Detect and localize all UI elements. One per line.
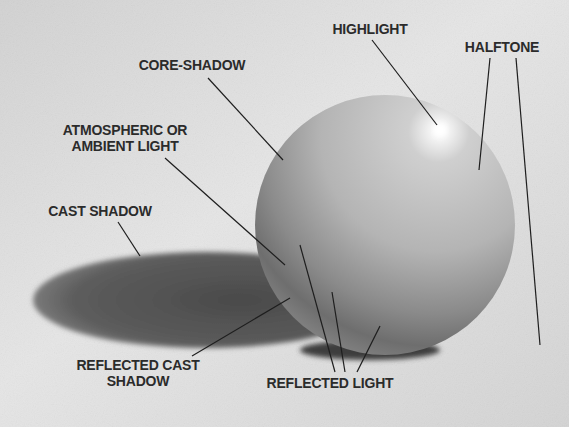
leader-line — [118, 222, 140, 256]
leader-line — [165, 158, 285, 265]
part-label: REFLECTED CAST SHADOW — [63, 357, 213, 389]
leader-line — [192, 298, 290, 356]
part-label: HIGHLIGHT — [300, 21, 440, 37]
highlight-spot — [433, 123, 447, 137]
part-label: REFLECTED LIGHT — [245, 375, 415, 391]
leader-line — [372, 40, 437, 125]
part-label: CORE-SHADOW — [112, 57, 272, 73]
leader-lines — [118, 40, 540, 372]
leader-line — [516, 58, 540, 345]
part-label: ATMOSPHERIC OR AMBIENT LIGHT — [50, 122, 200, 154]
leader-line — [208, 78, 283, 160]
leader-line — [332, 292, 345, 372]
part-label: CAST SHADOW — [25, 203, 175, 219]
leader-line — [300, 245, 335, 372]
sphere — [255, 95, 515, 355]
part-label: HALFTONE — [442, 39, 562, 55]
leader-line — [479, 58, 490, 170]
leader-line — [357, 326, 380, 372]
